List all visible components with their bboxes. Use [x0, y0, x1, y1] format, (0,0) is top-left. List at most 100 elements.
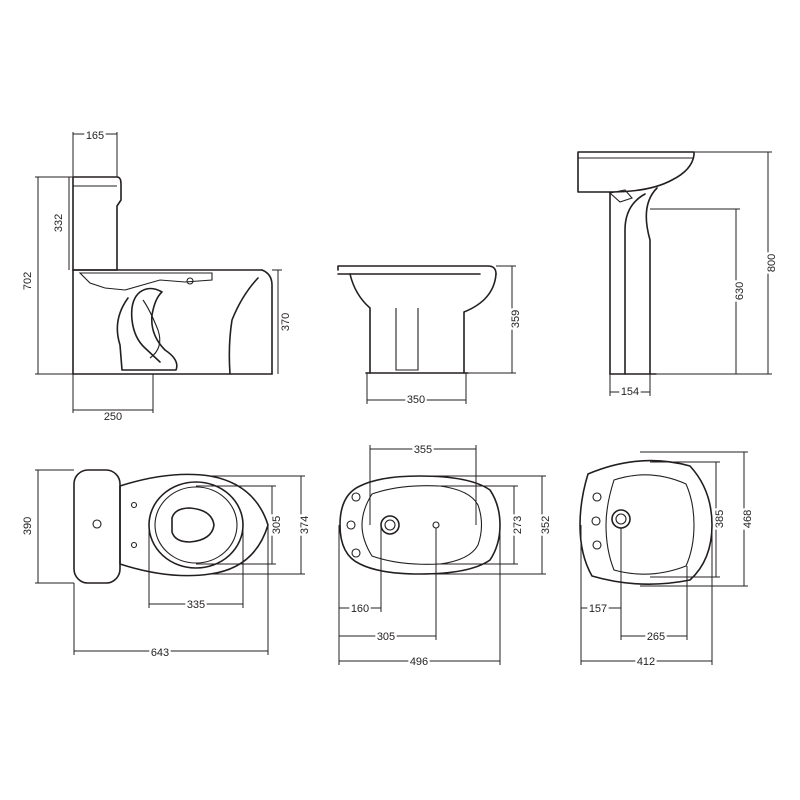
- dim-bidet-drain-offset: 160: [351, 603, 369, 615]
- label-knockout: [185, 598, 207, 612]
- label-knockout: [84, 129, 106, 143]
- dim-wc-tank-depth: 165: [86, 130, 104, 142]
- dim-bidet-base-width: 350: [407, 394, 425, 406]
- bidet-rim: [337, 265, 497, 275]
- label-knockout: [587, 602, 609, 616]
- wc-hinge-left: [130, 501, 138, 509]
- bidet-tap-hole-2: [346, 520, 356, 530]
- label-knockout: [619, 385, 641, 399]
- wc-trapway: [116, 287, 178, 371]
- basin-outline-top: [579, 459, 713, 585]
- basin-side-dimensions: 800 630 154: [578, 151, 779, 399]
- basin-bowl-inner: [605, 474, 695, 575]
- wc-top-view: [73, 469, 269, 584]
- label-knockout: [412, 443, 434, 457]
- dim-basin-drain-offset: 157: [589, 603, 607, 615]
- wc-side-dimensions: 165 332 702 370 250: [21, 129, 293, 424]
- dim-basin-total-width: 412: [637, 656, 655, 668]
- bidet-drain-outer: [380, 515, 400, 535]
- wc-bowl-front: [261, 269, 273, 375]
- basin-tap-hole-3: [592, 540, 602, 550]
- bidet-top-dimensions: 355 273 352 160 305 496: [338, 443, 553, 669]
- dim-basin-total-height: 800: [766, 254, 778, 272]
- label-knockout: [102, 410, 124, 424]
- dim-wc-bowl-height: 370: [280, 313, 292, 331]
- wc-side-view: [72, 176, 273, 375]
- label-knockout: [21, 270, 35, 292]
- wc-cistern-button: [92, 519, 102, 529]
- dim-basin-pedestal-offset: 154: [621, 386, 639, 398]
- basin-pedestal-column: [645, 187, 658, 375]
- label-knockout: [149, 646, 171, 660]
- basin-drain-outer: [611, 509, 631, 529]
- bidet-body-front: [463, 273, 497, 374]
- bidet-rinse-jet: [432, 521, 440, 529]
- dim-wc-total-height: 702: [22, 272, 34, 290]
- wc-seat-outer: [148, 481, 244, 569]
- dim-bidet-inner-width: 273: [512, 516, 524, 534]
- dim-basin-outer-depth: 468: [742, 510, 754, 528]
- dim-bidet-total-length: 496: [410, 656, 428, 668]
- dim-basin-bowl-span: 265: [647, 631, 665, 643]
- basin-tap-hole-1: [592, 492, 602, 502]
- wc-flush-button: [186, 277, 194, 285]
- bidet-body-back: [349, 273, 371, 374]
- dim-wc-seat-width: 305: [271, 516, 283, 534]
- wc-top-dimensions: 390 305 374 335 643: [21, 469, 312, 660]
- label-knockout: [645, 630, 667, 644]
- bidet-trap: [395, 308, 419, 371]
- dim-bidet-height: 359: [510, 310, 522, 328]
- label-knockout: [405, 393, 427, 407]
- label-knockout: [349, 602, 371, 616]
- bidet-side-dimensions: 359 350: [366, 265, 523, 407]
- basin-bowl-profile: [577, 151, 695, 193]
- dim-basin-pedestal-height: 630: [734, 282, 746, 300]
- dim-bidet-tap-offset: 305: [377, 631, 395, 643]
- label-knockout: [741, 508, 755, 530]
- label-knockout: [270, 514, 284, 536]
- dim-wc-total-length: 643: [151, 647, 169, 659]
- wc-seat-ring: [154, 486, 238, 564]
- label-knockout: [635, 655, 657, 669]
- bidet-tap-hole-3: [351, 548, 361, 558]
- bidet-side-view: [337, 265, 497, 374]
- dim-bidet-outer-width: 352: [540, 516, 552, 534]
- label-knockout: [408, 655, 430, 669]
- dim-wc-tank-height: 332: [53, 214, 65, 232]
- basin-trap: [608, 189, 633, 203]
- wc-pedestal-front: [228, 277, 259, 375]
- dim-bidet-top-span: 355: [414, 444, 432, 456]
- bidet-drain-inner: [384, 519, 396, 531]
- label-knockout: [765, 252, 779, 274]
- label-knockout: [375, 630, 397, 644]
- wc-cistern-side: [72, 176, 122, 271]
- basin-tap-hole-2: [591, 516, 601, 526]
- basin-top-dimensions: 385 468 157 265 412: [580, 451, 755, 669]
- dim-wc-tank-width: 390: [22, 517, 34, 535]
- bidet-tap-hole-1: [351, 492, 361, 502]
- label-knockout: [298, 514, 312, 536]
- wc-bowl-opening: [171, 507, 215, 543]
- basin-drain-inner: [615, 513, 627, 525]
- wc-hinge-right: [130, 541, 138, 549]
- label-knockout: [279, 311, 293, 333]
- label-knockout: [713, 508, 727, 530]
- basin-top-view: [579, 459, 713, 585]
- wc-rim-inner: [78, 272, 213, 291]
- basin-pedestal-front: [624, 193, 646, 375]
- dim-wc-seat-length: 335: [187, 599, 205, 611]
- label-knockout: [21, 515, 35, 537]
- label-knockout: [733, 280, 747, 302]
- bidet-outline-top: [339, 475, 501, 575]
- dim-wc-bowl-width: 374: [299, 516, 311, 534]
- bidet-bowl-inner: [361, 485, 483, 565]
- label-knockout: [511, 514, 525, 536]
- basin-side-view: [577, 151, 695, 375]
- wc-bowl-outline: [119, 473, 269, 577]
- label-knockout: [509, 308, 523, 330]
- label-knockout: [52, 212, 66, 234]
- wc-trapway-inner: [142, 299, 161, 359]
- wc-cistern-top: [73, 469, 121, 584]
- dim-basin-inner-depth: 385: [714, 510, 726, 528]
